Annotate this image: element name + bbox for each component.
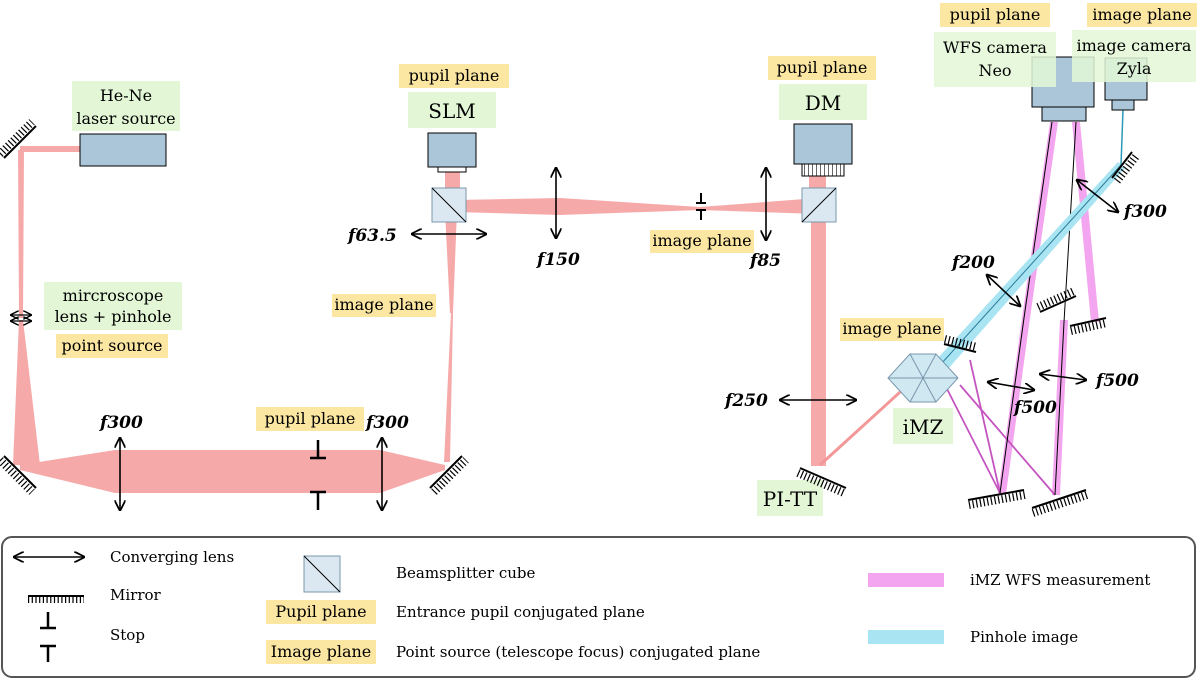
microscope-label-line1: mircroscope <box>63 286 164 305</box>
legend-pupil-tag-bg <box>266 600 376 624</box>
wfs-label-line2: Neo <box>978 61 1011 80</box>
mirror-icon <box>429 455 469 495</box>
microscope-label-line2: lens + pinhole <box>55 307 172 326</box>
legend-image-desc: Point source (telescope focus) conjugate… <box>396 643 760 661</box>
mid-image-tag-bg <box>650 230 754 253</box>
lens-f250-label: f250 <box>724 391 768 411</box>
imz-image-tag-bg <box>840 318 944 341</box>
beamsplitter-icon <box>801 187 837 223</box>
legend-pinhole-swatch <box>868 630 944 644</box>
dm-face <box>801 163 845 177</box>
lens-f300-left-label: f300 <box>99 413 143 433</box>
mirror-icon <box>1036 287 1077 313</box>
point-source-tag-bg <box>56 334 168 358</box>
wfs-label-bg <box>934 32 1056 87</box>
lens-f300-mid-label: f300 <box>365 413 409 433</box>
lens-f300-right-label: f300 <box>1123 202 1167 222</box>
dm-label-bg <box>779 84 867 120</box>
slm-image-plane-label: image plane <box>334 295 433 314</box>
slm-image-tag-bg <box>332 294 436 317</box>
mirror-icon <box>0 119 37 159</box>
slm-label: SLM <box>428 99 475 123</box>
image-camera-mount <box>1111 99 1135 111</box>
slm-face <box>437 166 467 173</box>
slm-label-bg <box>408 92 496 128</box>
legend-pinhole: Pinhole image <box>970 628 1078 646</box>
wfs-pupil-plane-label: pupil plane <box>950 5 1041 24</box>
mirror-icon <box>967 489 1026 509</box>
lens-f200-label: f200 <box>951 253 995 273</box>
lens-icon <box>120 168 1118 510</box>
bottom-pupil-plane-label: pupil plane <box>265 409 356 428</box>
lens-f500-a-label: f500 <box>1013 398 1057 418</box>
imz-label: iMZ <box>903 415 944 439</box>
imgcam-label-line1: image camera <box>1077 36 1192 55</box>
lens-f150-label: f150 <box>536 250 580 270</box>
mirror-icon <box>943 335 978 353</box>
legend-imz-wfs: iMZ WFS measurement <box>970 571 1150 589</box>
slm-device <box>427 132 477 168</box>
lens-f500-b-label: f500 <box>1095 371 1139 391</box>
lens-f63-5-label: f63.5 <box>347 226 397 246</box>
stop-icon <box>310 440 326 510</box>
beamsplitter-icon <box>431 187 467 223</box>
cam-image-plane-label: image plane <box>1092 5 1191 24</box>
mirror-icon <box>1031 489 1089 517</box>
wfs-label-line1: WFS camera <box>943 38 1047 57</box>
legend-stop-icon <box>40 612 56 662</box>
legend-image-tag-bg <box>266 640 376 664</box>
laser-label-bg <box>72 81 180 131</box>
slm-tag-bg <box>399 64 509 88</box>
bottom-pupil-tag-bg <box>256 407 364 431</box>
legend-stop: Stop <box>110 626 145 644</box>
legend-image-tag: Image plane <box>271 642 372 661</box>
dm-device <box>793 123 853 165</box>
pitt-label: PI-TT <box>763 487 818 511</box>
legend-mirror: Mirror <box>110 586 162 604</box>
mid-image-plane-label: image plane <box>652 231 751 250</box>
cam-image-tag-bg <box>1087 3 1197 27</box>
dm-tag-bg <box>768 56 876 80</box>
wfs-camera-mount <box>1041 106 1087 122</box>
legend-mirror-icon <box>28 595 84 603</box>
laser-source-box <box>79 133 167 167</box>
legend-imz-swatch <box>868 573 944 587</box>
legend-beamsplitter-icon <box>303 555 341 593</box>
mirror-icon <box>1111 151 1141 184</box>
stop-icon <box>696 193 706 220</box>
imz-label-bg <box>893 408 953 444</box>
legend-converging-lens: Converging lens <box>110 548 234 566</box>
mirror-icon <box>0 455 37 495</box>
imz-device <box>887 353 959 403</box>
imgcam-label-bg <box>1072 30 1196 82</box>
laser-label-line2: laser source <box>76 109 175 128</box>
imgcam-label-line2: Zyla <box>1117 59 1152 78</box>
laser-label-line1: He-Ne <box>100 86 152 105</box>
magenta-beam-paths <box>944 121 1099 496</box>
lens-f85-label: f85 <box>749 251 781 271</box>
pinhole-lens-icon <box>11 315 31 321</box>
dm-pupil-plane-label: pupil plane <box>777 58 868 77</box>
legend-pupil-desc: Entrance pupil conjugated plane <box>396 603 645 621</box>
slm-pupil-plane-label: pupil plane <box>409 66 500 85</box>
microscope-label-bg <box>44 282 182 330</box>
mirror-icon <box>1069 317 1108 335</box>
imz-image-plane-label: image plane <box>842 319 941 338</box>
pitt-label-bg <box>757 480 823 516</box>
legend-beamsplitter: Beamsplitter cube <box>396 564 535 582</box>
mirror-icon <box>796 467 847 497</box>
point-source-label: point source <box>61 336 162 355</box>
dm-label: DM <box>805 91 842 115</box>
wfs-pupil-tag-bg <box>940 3 1050 27</box>
legend-pupil-tag: Pupil plane <box>275 602 366 621</box>
